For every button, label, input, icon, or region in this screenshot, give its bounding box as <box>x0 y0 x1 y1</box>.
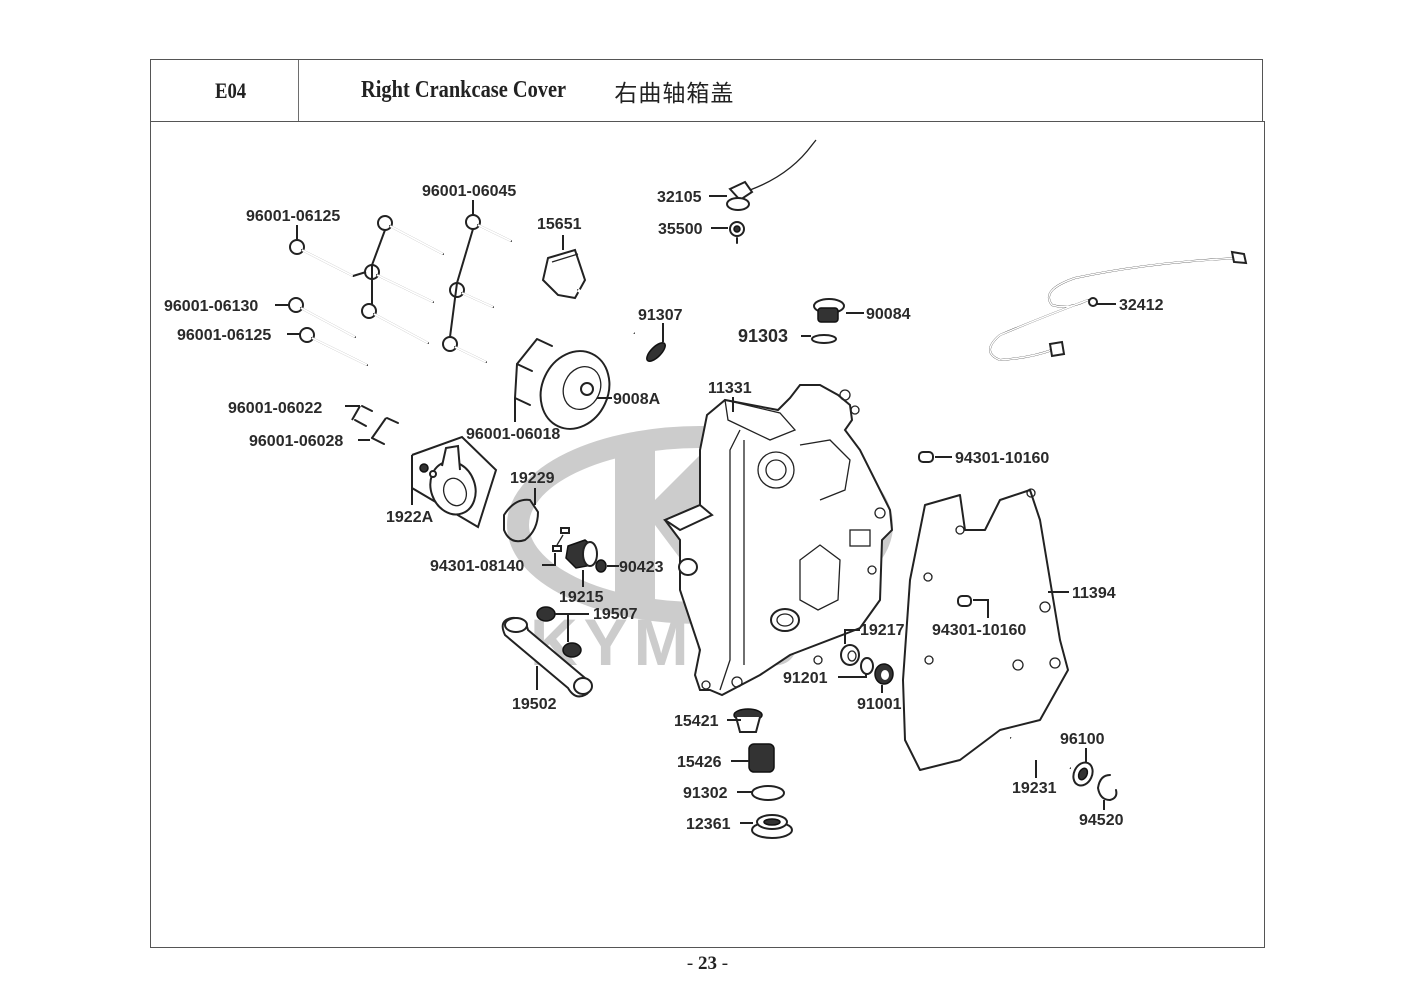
bolt-icon <box>299 327 368 366</box>
spring-icon <box>748 743 775 773</box>
part-label: 11331 <box>708 380 752 397</box>
bolt-icon <box>288 297 356 338</box>
bolt-icon <box>361 303 429 344</box>
cover-gasket-icon <box>902 489 1069 771</box>
part-label: 19502 <box>512 696 557 713</box>
bearing-icon <box>840 644 860 666</box>
part-label: 12361 <box>686 816 731 833</box>
part-label: 94301-10160 <box>955 450 1049 467</box>
part-label: 96001-06018 <box>466 426 560 443</box>
diagram-frame <box>150 121 1265 948</box>
page-number-value: 23 <box>698 953 717 974</box>
washer-icon <box>595 559 607 573</box>
small-bolts-group <box>345 405 399 445</box>
part-label: 19229 <box>510 470 555 487</box>
oring-icon <box>646 342 666 362</box>
part-label: 96100 <box>1060 731 1105 748</box>
part-label: 91302 <box>683 785 728 802</box>
oring-icon <box>811 334 837 344</box>
part-labels: 96001-06125 96001-06045 96001-06130 9600… <box>164 183 1164 833</box>
part-label: 96001-06022 <box>228 400 322 417</box>
part-label: 19231 <box>1012 780 1057 797</box>
dowel-pin-icon <box>957 595 972 607</box>
title-english: Right Crankcase Cover <box>361 77 567 103</box>
oil-seal-icon <box>874 663 894 685</box>
part-label: 96001-06125 <box>246 208 340 225</box>
bolt-icon <box>377 215 444 255</box>
page-number: - 23 - <box>0 953 1415 975</box>
part-label: 19217 <box>860 622 905 639</box>
water-pump-shaft-icon <box>1010 736 1071 770</box>
water-hose-icon <box>501 616 593 698</box>
part-label: 96001-06045 <box>422 183 516 200</box>
water-pump-cover-icon <box>411 435 498 529</box>
hose-clamp-icon <box>536 606 582 658</box>
part-label: 94301-08140 <box>430 558 524 575</box>
pump-bolts-group <box>514 338 553 422</box>
part-label: 91307 <box>638 307 683 324</box>
oring-icon <box>751 785 785 801</box>
part-label: 96001-06125 <box>177 327 271 344</box>
ground-wire-icon <box>989 250 1248 361</box>
part-label: 90084 <box>866 306 911 323</box>
part-label: 90423 <box>619 559 664 576</box>
dowel-pin-icon <box>918 451 934 463</box>
page-number-suffix: - <box>717 953 729 974</box>
dipstick-icon <box>541 248 635 335</box>
section-code: E04 <box>163 60 299 121</box>
oring-icon <box>860 657 874 675</box>
crankcase-cover-icon <box>662 384 894 697</box>
page-title: Right Crankcase Cover 右曲轴箱盖 <box>361 60 734 121</box>
part-label: 32105 <box>657 189 702 206</box>
oil-strainer-icon <box>733 708 763 733</box>
bolt-icon <box>364 264 434 303</box>
bolt-icon <box>442 336 487 363</box>
circlip-icon <box>1097 774 1118 801</box>
part-label: 19215 <box>559 589 604 606</box>
part-label: 91001 <box>857 696 902 713</box>
filler-plug-icon <box>813 298 845 323</box>
header-frame: E04 Right Crankcase Cover 右曲轴箱盖 <box>150 59 1263 121</box>
part-label: 15421 <box>674 713 719 730</box>
part-label: 15651 <box>537 216 582 233</box>
title-chinese: 右曲轴箱盖 <box>614 80 735 107</box>
part-label: 15426 <box>677 754 722 771</box>
part-label: 94520 <box>1079 812 1124 829</box>
oil-pressure-switch-icon <box>729 221 745 244</box>
bolt-icon <box>289 239 354 277</box>
page-number-prefix: - <box>686 953 698 974</box>
bolt-icon <box>465 214 512 242</box>
bearing-icon <box>1072 761 1094 787</box>
part-label: 94301-10160 <box>932 622 1026 639</box>
part-label: 96001-06130 <box>164 298 258 315</box>
part-label: 9008A <box>613 391 661 408</box>
pump-cover-icon <box>539 350 611 430</box>
pin-icon <box>552 527 570 552</box>
part-label: 32412 <box>1119 297 1164 314</box>
sensor-icon <box>726 139 817 211</box>
bolts-group <box>275 200 512 366</box>
impeller-icon <box>565 539 598 569</box>
part-label: 1922A <box>386 509 434 526</box>
part-label: 35500 <box>658 221 703 238</box>
part-label: 11394 <box>1072 585 1116 602</box>
drain-plug-icon <box>751 814 793 839</box>
part-label: 91201 <box>783 670 828 687</box>
part-label: 19507 <box>593 606 638 623</box>
gasket-icon <box>503 498 539 543</box>
part-label: 96001-06028 <box>249 433 343 450</box>
part-label: 91303 <box>738 326 788 346</box>
